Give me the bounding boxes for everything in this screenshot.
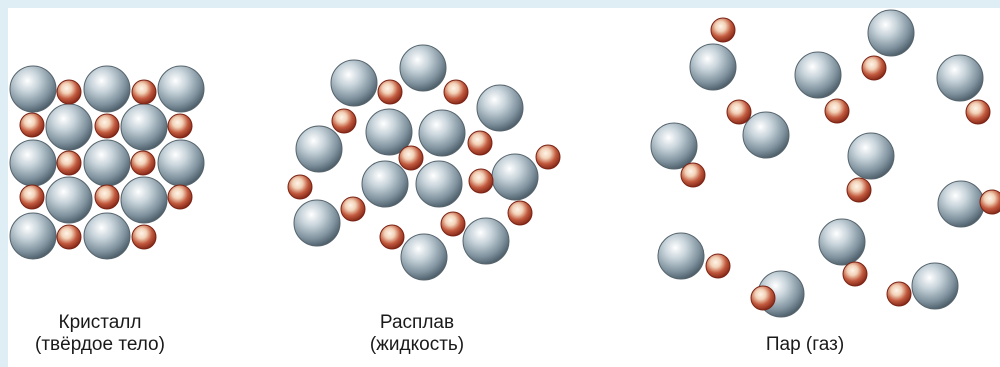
crystal-small-atom bbox=[132, 80, 156, 104]
melt-large-atom bbox=[294, 200, 340, 246]
vapor-large-atom bbox=[912, 263, 958, 309]
crystal-large-atom bbox=[158, 140, 204, 186]
crystal-large-atom bbox=[158, 66, 204, 112]
crystal-small-atom bbox=[20, 113, 44, 137]
melt-small-atom bbox=[468, 131, 492, 155]
melt-large-atom bbox=[463, 218, 509, 264]
melt-particles bbox=[288, 45, 560, 280]
melt-large-atom bbox=[419, 110, 465, 156]
crystal-large-atom bbox=[121, 177, 167, 223]
melt-large-atom bbox=[477, 85, 523, 131]
crystal-large-atom bbox=[10, 66, 56, 112]
crystal-large-atom bbox=[84, 213, 130, 259]
vapor-small-atom bbox=[980, 190, 1000, 214]
vapor-small-atom bbox=[887, 282, 911, 306]
melt-large-atom bbox=[362, 161, 408, 207]
crystal-large-atom bbox=[84, 140, 130, 186]
melt-caption-line2: (жидкость) bbox=[325, 334, 509, 356]
melt-small-atom bbox=[399, 146, 423, 170]
crystal-caption-line2: (твёрдое тело) bbox=[8, 334, 192, 356]
crystal-large-atom bbox=[46, 177, 92, 223]
crystal-small-atom bbox=[168, 114, 192, 138]
vapor-small-atom bbox=[706, 254, 730, 278]
vapor-small-atom bbox=[966, 100, 990, 124]
vapor-large-atom bbox=[658, 233, 704, 279]
melt-caption-line1: Расплав bbox=[325, 312, 509, 334]
melt-small-atom bbox=[288, 175, 312, 199]
vapor-particles bbox=[651, 10, 1000, 317]
crystal-caption: Кристалл (твёрдое тело) bbox=[8, 312, 192, 356]
crystal-small-atom bbox=[95, 114, 119, 138]
crystal-large-atom bbox=[46, 104, 92, 150]
melt-small-atom bbox=[536, 145, 560, 169]
vapor-small-atom bbox=[847, 178, 871, 202]
vapor-small-atom bbox=[843, 262, 867, 286]
crystal-large-atom bbox=[121, 104, 167, 150]
crystal-small-atom bbox=[57, 225, 81, 249]
melt-small-atom bbox=[332, 109, 356, 133]
melt-caption: Расплав (жидкость) bbox=[325, 312, 509, 356]
crystal-caption-line1: Кристалл bbox=[8, 312, 192, 334]
vapor-large-atom bbox=[743, 112, 789, 158]
crystal-small-atom bbox=[20, 185, 44, 209]
crystal-small-atom bbox=[95, 185, 119, 209]
crystal-small-atom bbox=[132, 225, 156, 249]
crystal-small-atom bbox=[57, 151, 81, 175]
crystal-small-atom bbox=[57, 80, 81, 104]
crystal-large-atom bbox=[84, 66, 130, 112]
melt-large-atom bbox=[400, 45, 446, 91]
melt-large-atom bbox=[416, 161, 462, 207]
melt-small-atom bbox=[444, 80, 468, 104]
crystal-small-atom bbox=[168, 185, 192, 209]
melt-small-atom bbox=[341, 197, 365, 221]
crystal-particles bbox=[10, 66, 204, 259]
vapor-caption-line1: Пар (газ) bbox=[713, 334, 897, 356]
crystal-small-atom bbox=[131, 151, 155, 175]
melt-small-atom bbox=[380, 225, 404, 249]
melt-large-atom bbox=[401, 234, 447, 280]
melt-small-atom bbox=[469, 169, 493, 193]
vapor-large-atom bbox=[848, 133, 894, 179]
crystal-large-atom bbox=[10, 140, 56, 186]
melt-large-atom bbox=[492, 154, 538, 200]
vapor-small-atom bbox=[751, 286, 775, 310]
vapor-large-atom bbox=[651, 123, 697, 169]
melt-small-atom bbox=[508, 201, 532, 225]
crystal-large-atom bbox=[10, 213, 56, 259]
melt-large-atom bbox=[296, 126, 342, 172]
vapor-large-atom bbox=[795, 52, 841, 98]
melt-large-atom bbox=[331, 60, 377, 106]
vapor-large-atom bbox=[690, 44, 736, 90]
vapor-caption: Пар (газ) bbox=[713, 334, 897, 356]
melt-small-atom bbox=[441, 212, 465, 236]
vapor-small-atom bbox=[862, 56, 886, 80]
vapor-large-atom bbox=[819, 219, 865, 265]
vapor-large-atom bbox=[938, 181, 984, 227]
melt-small-atom bbox=[378, 80, 402, 104]
vapor-small-atom bbox=[727, 100, 751, 124]
vapor-small-atom bbox=[825, 99, 849, 123]
vapor-small-atom bbox=[711, 18, 735, 42]
vapor-large-atom bbox=[868, 10, 914, 56]
vapor-small-atom bbox=[681, 163, 705, 187]
vapor-large-atom bbox=[937, 55, 983, 101]
